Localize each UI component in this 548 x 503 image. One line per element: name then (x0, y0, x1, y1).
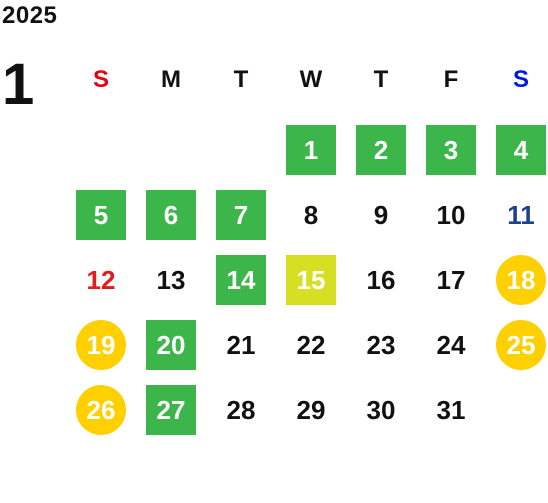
day-cell-17[interactable]: 17 (436, 264, 466, 295)
day-cell-1[interactable]: 1 (286, 125, 336, 175)
day-cell-4[interactable]: 4 (496, 125, 546, 175)
day-cell-25[interactable]: 25 (496, 320, 546, 370)
day-cell-12[interactable]: 12 (86, 264, 116, 295)
day-cell-26[interactable]: 26 (76, 385, 126, 435)
day-cell-30[interactable]: 30 (366, 394, 396, 425)
day-cell-2[interactable]: 2 (356, 125, 406, 175)
day-cell-28[interactable]: 28 (226, 394, 256, 425)
day-cell-8[interactable]: 8 (303, 199, 319, 230)
day-cell-5[interactable]: 5 (76, 190, 126, 240)
day-cell-22[interactable]: 22 (296, 329, 326, 360)
weekday-header-wed: W (299, 66, 323, 93)
day-cell-3[interactable]: 3 (426, 125, 476, 175)
day-cell-23[interactable]: 23 (366, 329, 396, 360)
weekday-header-tue: T (233, 66, 249, 93)
weekday-header-fri: F (443, 66, 459, 93)
day-cell-20[interactable]: 20 (146, 320, 196, 370)
weekday-header-thu: T (373, 66, 389, 93)
day-cell-9[interactable]: 9 (373, 199, 389, 230)
day-cell-27[interactable]: 27 (146, 385, 196, 435)
day-cell-14[interactable]: 14 (216, 255, 266, 305)
day-cell-15[interactable]: 15 (286, 255, 336, 305)
day-cell-31[interactable]: 31 (436, 394, 466, 425)
day-cell-11[interactable]: 11 (507, 199, 535, 230)
day-cell-6[interactable]: 6 (146, 190, 196, 240)
day-cell-7[interactable]: 7 (216, 190, 266, 240)
day-cell-16[interactable]: 16 (366, 264, 396, 295)
day-cell-10[interactable]: 10 (436, 199, 466, 230)
day-cell-13[interactable]: 13 (156, 264, 186, 295)
weekday-header-sat: S (512, 66, 529, 93)
month-label: 1 (2, 52, 35, 117)
weekday-header-mon: M (161, 66, 181, 93)
day-cell-18[interactable]: 18 (496, 255, 546, 305)
weekday-header-sun: S (92, 66, 109, 93)
day-cell-19[interactable]: 19 (76, 320, 126, 370)
year-label: 2025 (2, 2, 58, 29)
day-cell-21[interactable]: 21 (226, 329, 256, 360)
day-cell-29[interactable]: 29 (296, 394, 326, 425)
day-cell-24[interactable]: 24 (436, 329, 466, 360)
